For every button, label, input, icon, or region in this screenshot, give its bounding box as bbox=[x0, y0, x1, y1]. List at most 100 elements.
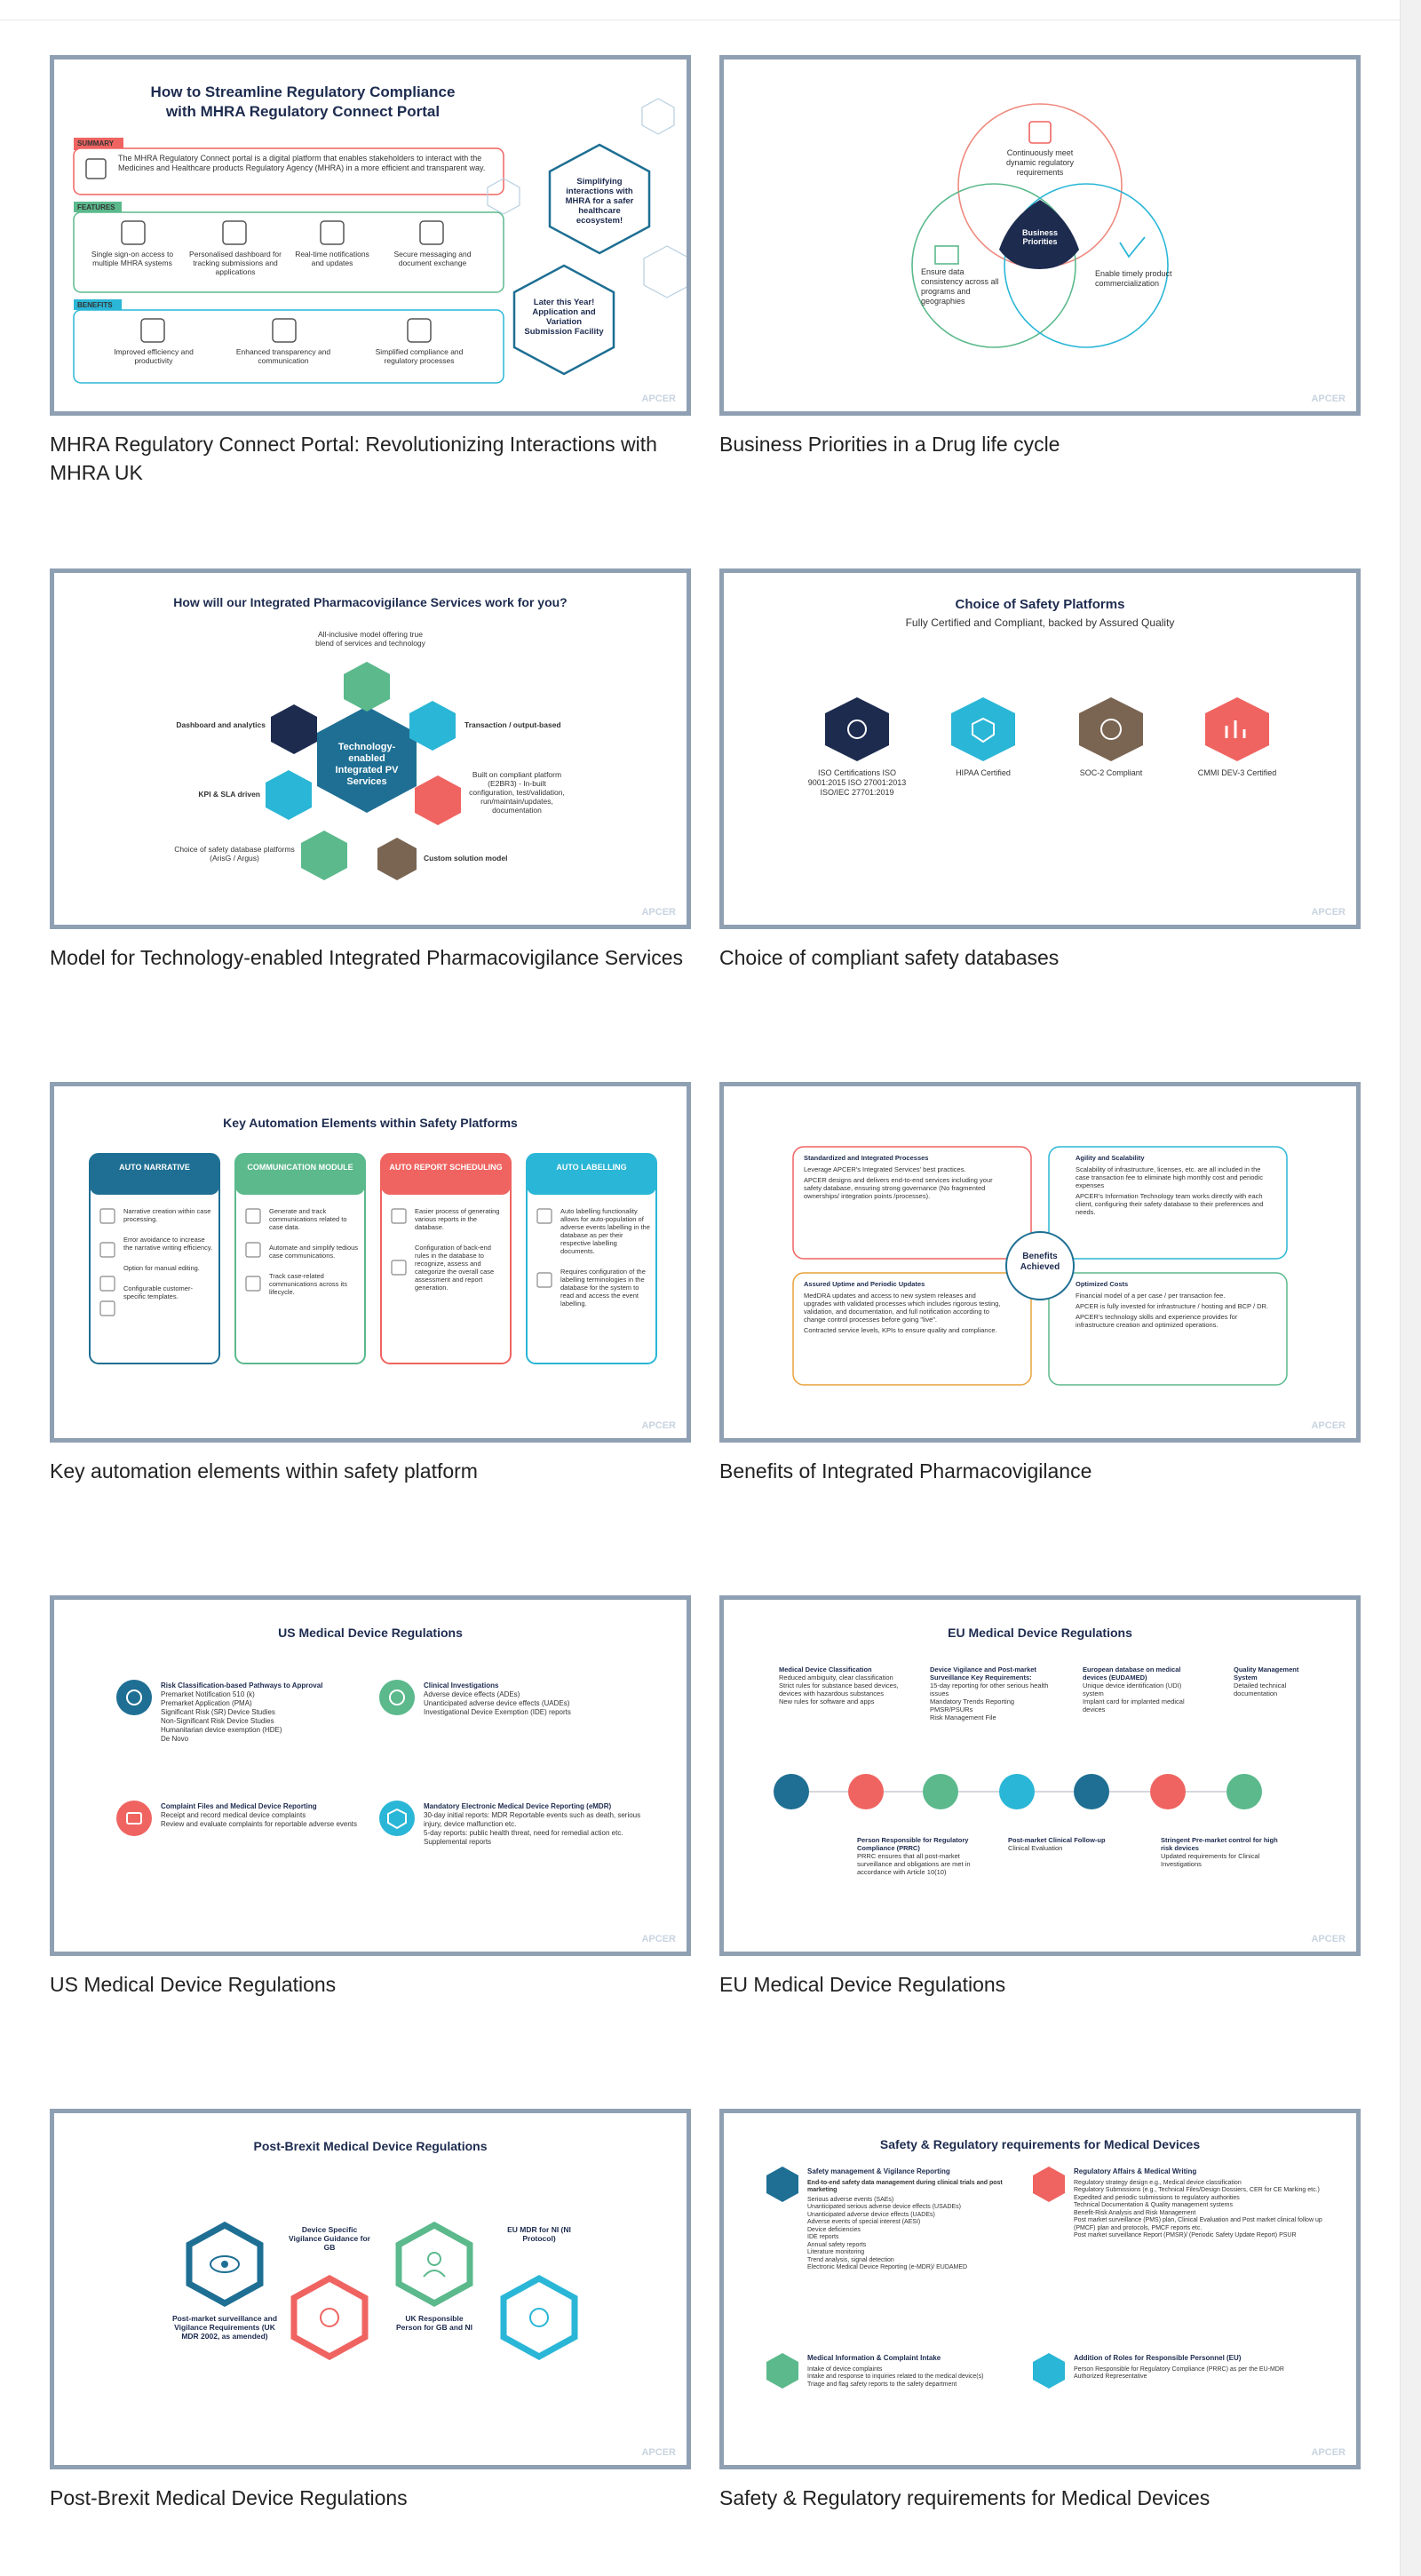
infographic-thumbnail[interactable]: How to Streamline Regulatory Compliance … bbox=[50, 55, 691, 416]
risk-pathway-icon bbox=[116, 1680, 152, 1715]
compliance-icon bbox=[407, 318, 432, 343]
apcer-watermark: APCER bbox=[1311, 2447, 1346, 2458]
infographic-thumbnail[interactable]: Benefits Achieved Standardized and Integ… bbox=[719, 1082, 1361, 1443]
card-caption[interactable]: Model for Technology-enabled Integrated … bbox=[50, 946, 683, 969]
timeline-node-3 bbox=[923, 1774, 958, 1809]
infographic-thumbnail[interactable]: Choice of Safety Platforms Fully Certifi… bbox=[719, 568, 1361, 929]
venn-center bbox=[999, 200, 1079, 269]
gallery-card[interactable]: EU Medical Device Regulations Medical De… bbox=[719, 1595, 1361, 2109]
column-icons bbox=[99, 1208, 552, 1316]
transparency-icon bbox=[272, 318, 297, 343]
slide-title-2: with MHRA Regulatory Connect Portal bbox=[165, 103, 440, 120]
slide-title: Safety & Regulatory requirements for Med… bbox=[880, 2137, 1200, 2151]
timeline-node-2 bbox=[848, 1774, 884, 1809]
benefit-box-uptime bbox=[792, 1272, 1032, 1386]
apcer-watermark: APCER bbox=[641, 1934, 676, 1944]
apcer-watermark: APCER bbox=[641, 1420, 676, 1431]
infographic-thumbnail[interactable]: US Medical Device Regulations Risk Class… bbox=[50, 1595, 691, 1956]
venn-circle-left bbox=[911, 183, 1076, 348]
features-tag bbox=[74, 202, 122, 212]
benefit-box-agility bbox=[1048, 1146, 1288, 1260]
gallery-card[interactable]: Safety & Regulatory requirements for Med… bbox=[719, 2109, 1361, 2576]
regulatory-writing-icon bbox=[1033, 2167, 1065, 2202]
gallery-card[interactable]: How to Streamline Regulatory Compliance … bbox=[50, 55, 691, 568]
gallery-card[interactable]: Benefits Achieved Standardized and Integ… bbox=[719, 1082, 1361, 1595]
auto-narrative-column: AUTO NARRATIVE Narrative creation within… bbox=[89, 1153, 220, 1364]
gallery-card[interactable]: Key Automation Elements within Safety Pl… bbox=[50, 1082, 691, 1595]
gallery-card[interactable]: How will our Integrated Pharmacovigilanc… bbox=[50, 568, 691, 1082]
mhra-slide: How to Streamline Regulatory Compliance … bbox=[73, 83, 687, 384]
timeline-node-4 bbox=[999, 1774, 1035, 1809]
gallery-card[interactable]: Choice of Safety Platforms Fully Certifi… bbox=[719, 568, 1361, 1082]
infographic-thumbnail[interactable]: How will our Integrated Pharmacovigilanc… bbox=[50, 568, 691, 929]
hex-database-choice bbox=[301, 831, 347, 880]
apcer-watermark: APCER bbox=[1311, 394, 1346, 404]
timeline-node-1 bbox=[774, 1774, 809, 1809]
messaging-icon bbox=[419, 220, 444, 245]
venn-circle-right bbox=[1004, 183, 1169, 348]
slide-title: Post-Brexit Medical Device Regulations bbox=[254, 2139, 488, 2153]
hipaa-shield-icon bbox=[951, 697, 1015, 761]
slide-subtitle: Fully Certified and Compliant, backed by… bbox=[906, 616, 1175, 629]
gallery-card[interactable]: US Medical Device Regulations Risk Class… bbox=[50, 1595, 691, 2109]
personnel-icon bbox=[1033, 2353, 1065, 2389]
auto-labelling-column: AUTO LABELLING Auto labelling functional… bbox=[526, 1153, 657, 1364]
card-caption[interactable]: US Medical Device Regulations bbox=[50, 1973, 337, 1996]
card-caption[interactable]: Business Priorities in a Drug life cycle bbox=[719, 433, 1060, 456]
card-caption[interactable]: Benefits of Integrated Pharmacovigilance bbox=[719, 1459, 1092, 1483]
pv-model-slide: How will our Integrated Pharmacovigilanc… bbox=[173, 595, 568, 880]
protocol-hex-icon bbox=[500, 2275, 578, 2360]
benefits-tag-label: BENEFITS bbox=[77, 301, 113, 309]
card-caption[interactable]: MHRA Regulatory Connect Portal: Revoluti… bbox=[50, 433, 657, 484]
auto-report-scheduling-column: AUTO REPORT SCHEDULING Easier process of… bbox=[380, 1153, 512, 1364]
hex-all-inclusive bbox=[344, 662, 390, 712]
infographic-thumbnail[interactable]: Key Automation Elements within Safety Pl… bbox=[50, 1082, 691, 1443]
gallery-card[interactable]: Business Priorities Continuously meet dy… bbox=[719, 55, 1361, 568]
summary-text: The MHRA Regulatory Connect portal is a … bbox=[118, 154, 486, 172]
slide-title: EU Medical Device Regulations bbox=[948, 1626, 1132, 1640]
hex-custom bbox=[377, 838, 417, 880]
slide-title-1: How to Streamline Regulatory Compliance bbox=[151, 83, 456, 100]
benefit-box-standardized bbox=[792, 1146, 1032, 1260]
apcer-watermark: APCER bbox=[641, 907, 676, 918]
infographic-thumbnail[interactable]: Post-Brexit Medical Device Regulations P… bbox=[50, 2109, 691, 2469]
benefit-box-costs bbox=[1048, 1272, 1288, 1386]
center-hex bbox=[317, 706, 417, 813]
gallery-card[interactable]: Post-Brexit Medical Device Regulations P… bbox=[50, 2109, 691, 2576]
page-scrollbar[interactable] bbox=[1400, 0, 1421, 2576]
hex-simplifying bbox=[548, 143, 651, 255]
card-caption[interactable]: Key automation elements within safety pl… bbox=[50, 1459, 478, 1483]
infographic-thumbnail[interactable]: Safety & Regulatory requirements for Med… bbox=[719, 2109, 1361, 2469]
hex-compliant bbox=[415, 775, 461, 825]
infographic-thumbnail[interactable]: EU Medical Device Regulations Medical De… bbox=[719, 1595, 1361, 1956]
timeline-node-7 bbox=[1227, 1774, 1262, 1809]
card-caption[interactable]: Choice of compliant safety databases bbox=[719, 946, 1060, 969]
card-caption[interactable]: Post-Brexit Medical Device Regulations bbox=[50, 2486, 408, 2509]
us-mdr-slide: US Medical Device Regulations Risk Class… bbox=[116, 1626, 640, 1846]
slide-title: Key Automation Elements within Safety Pl… bbox=[223, 1116, 518, 1130]
infographic-gallery: How to Streamline Regulatory Compliance … bbox=[50, 55, 1361, 2576]
features-row: Single sign-on access to multiple MHRA s… bbox=[91, 220, 471, 276]
slide-title: US Medical Device Regulations bbox=[278, 1626, 463, 1640]
card-caption[interactable]: Safety & Regulatory requirements for Med… bbox=[719, 2486, 1211, 2509]
apcer-watermark: APCER bbox=[1311, 1934, 1346, 1944]
dashboard-icon bbox=[222, 220, 247, 245]
infographic-thumbnail[interactable]: Business Priorities Continuously meet dy… bbox=[719, 55, 1361, 416]
apcer-watermark: APCER bbox=[1311, 907, 1346, 918]
bar-chart-icon bbox=[934, 245, 959, 265]
timeline-node-6 bbox=[1150, 1774, 1186, 1809]
clinical-investigation-icon bbox=[379, 1680, 415, 1715]
benefits-tag bbox=[74, 299, 122, 310]
card-caption[interactable]: EU Medical Device Regulations bbox=[719, 1973, 1006, 1996]
apcer-watermark: APCER bbox=[641, 2447, 676, 2458]
hex-later-this-year bbox=[512, 264, 615, 376]
hex-kpi bbox=[266, 770, 312, 820]
safety-regulatory-slide: Safety & Regulatory requirements for Med… bbox=[766, 2137, 1322, 2389]
automation-slide: Key Automation Elements within Safety Pl… bbox=[89, 1116, 657, 1364]
safety-platforms-slide: Choice of Safety Platforms Fully Certifi… bbox=[808, 597, 1277, 797]
summary-tag bbox=[74, 138, 123, 148]
complaint-files-icon bbox=[116, 1801, 152, 1836]
soc2-icon bbox=[1079, 697, 1143, 761]
notification-icon bbox=[320, 220, 345, 245]
medical-info-icon bbox=[766, 2353, 798, 2389]
